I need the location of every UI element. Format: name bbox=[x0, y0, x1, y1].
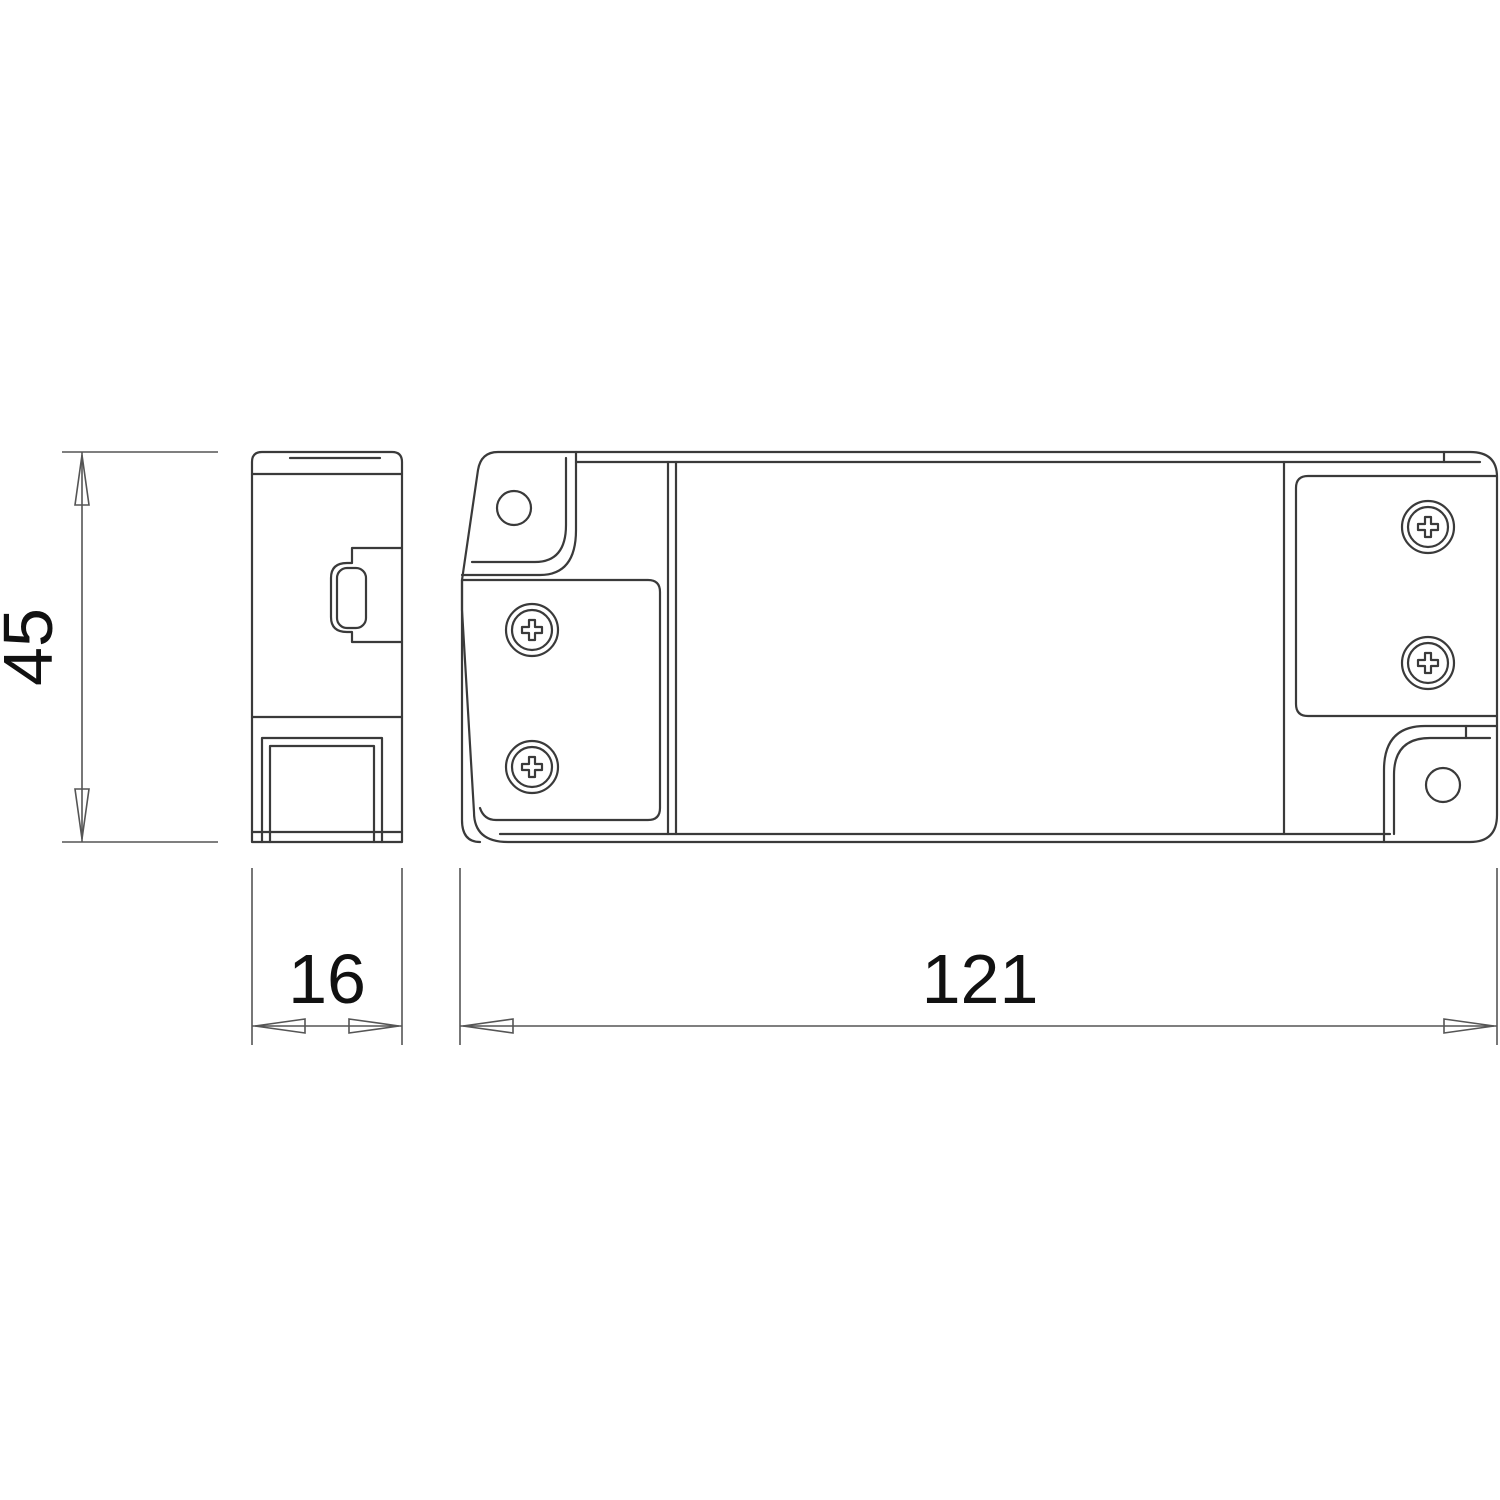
arrow-right-icon bbox=[1443, 1018, 1495, 1034]
length-dimension: 121 bbox=[459, 868, 1498, 1045]
side-clip bbox=[329, 546, 404, 644]
right-tab-outer bbox=[1382, 724, 1499, 844]
left-terminal-cover bbox=[460, 578, 662, 822]
arrow-right-icon bbox=[348, 1018, 400, 1034]
screw-icon bbox=[1400, 499, 1456, 555]
side-clip-inner bbox=[335, 566, 368, 630]
side-terminal-outer bbox=[260, 736, 384, 844]
screw-icon bbox=[504, 602, 560, 658]
left-tab-outer bbox=[460, 450, 578, 577]
body-left-edge bbox=[460, 578, 482, 844]
side-terminal-inner bbox=[268, 744, 376, 844]
right-tab-inner bbox=[1392, 736, 1492, 836]
height-label: 45 bbox=[0, 608, 67, 686]
body-outline bbox=[460, 450, 1499, 844]
arrow-down-icon bbox=[74, 788, 90, 840]
right-terminal-cover bbox=[1294, 474, 1499, 718]
depth-label: 16 bbox=[288, 940, 366, 1018]
side-view bbox=[250, 450, 404, 844]
depth-dimension: 16 bbox=[251, 868, 403, 1045]
top-view bbox=[460, 450, 1499, 844]
arrow-left-icon bbox=[254, 1018, 306, 1034]
arrow-left-icon bbox=[462, 1018, 514, 1034]
left-tab-inner bbox=[470, 456, 568, 564]
screw-icon bbox=[1400, 635, 1456, 691]
right-mounting-hole bbox=[1424, 766, 1462, 804]
screw-icon bbox=[504, 739, 560, 795]
left-mounting-hole bbox=[495, 489, 533, 527]
height-dimension: 45 bbox=[0, 451, 218, 843]
arrow-up-icon bbox=[74, 454, 90, 506]
length-label: 121 bbox=[922, 940, 1039, 1018]
side-view-outline bbox=[250, 450, 404, 844]
